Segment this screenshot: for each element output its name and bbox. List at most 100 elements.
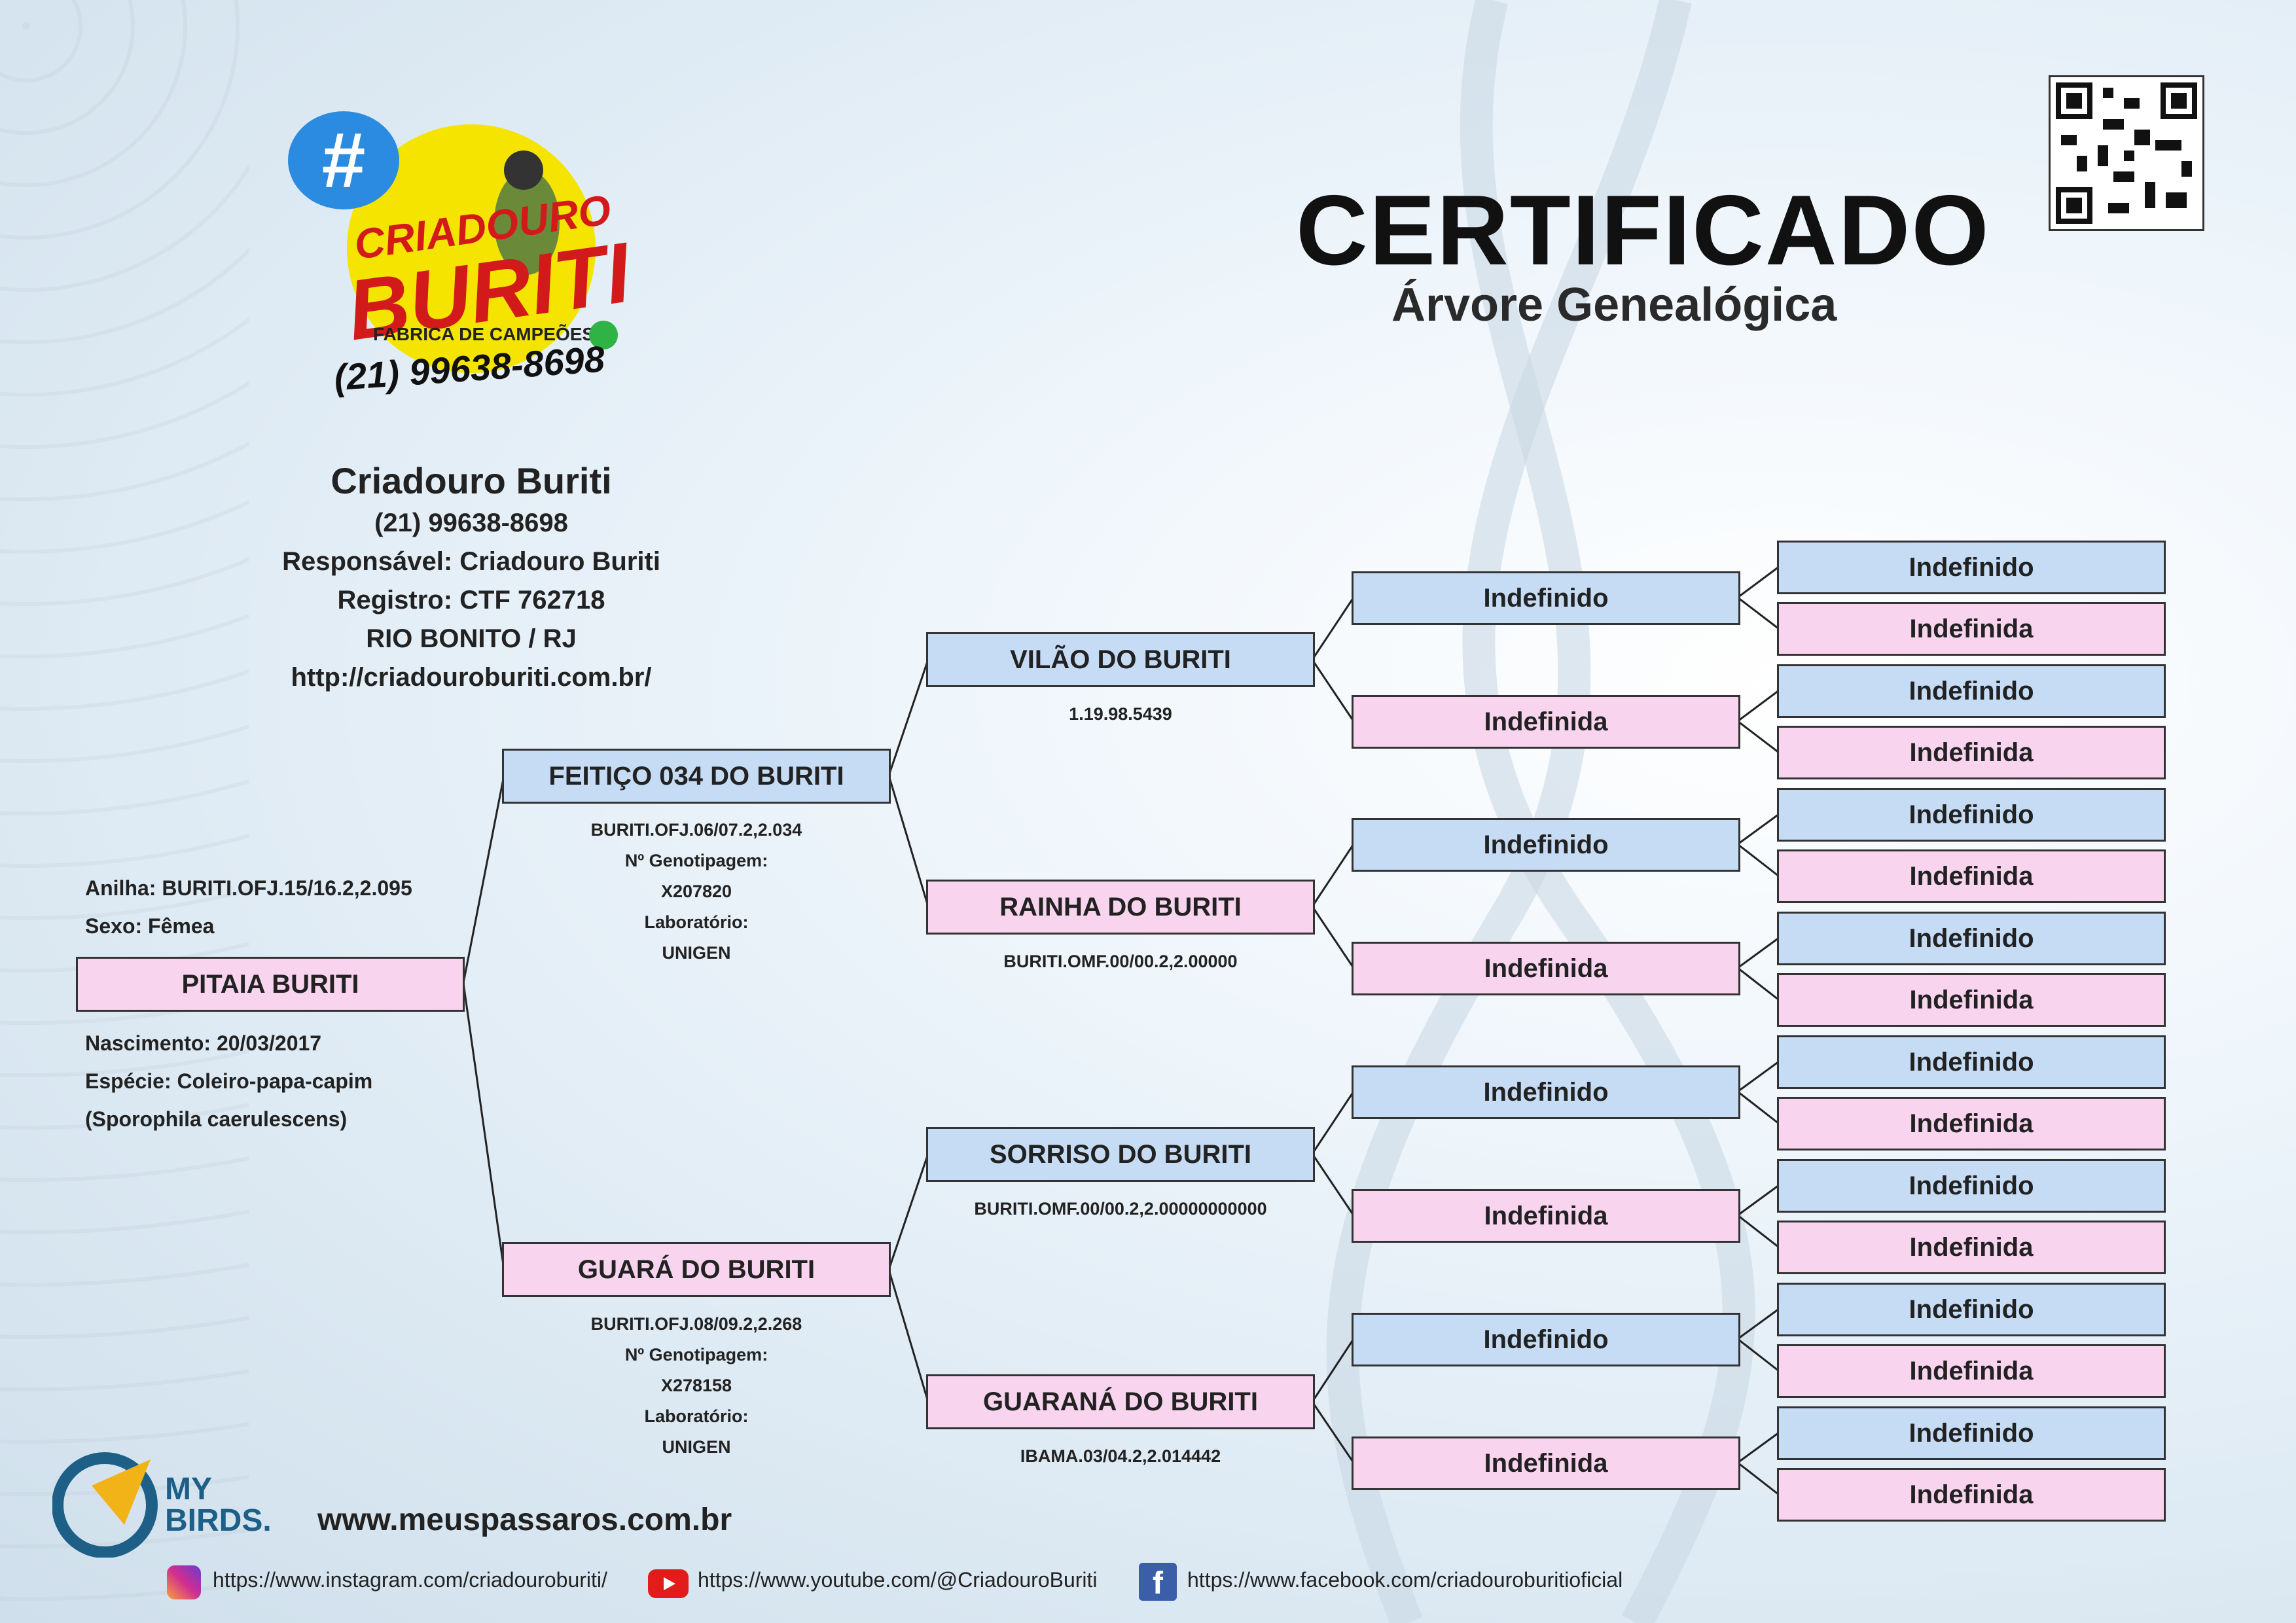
grandparent-meta: BURITI.OMF.00/00.2,2.00000 xyxy=(1003,952,1238,971)
grandparent-meta: 1.19.98.5439 xyxy=(1069,704,1172,724)
ggg-box[interactable]: Indefinido xyxy=(1777,1406,2166,1460)
mybirds-logo xyxy=(52,1446,164,1558)
page-subtitle: Árvore Genealógica xyxy=(1391,279,1837,331)
great-grandparent-box[interactable]: Indefinida xyxy=(1352,1189,1740,1243)
ggg-box[interactable]: Indefinida xyxy=(1777,602,2166,656)
mother-genotype-label: Nº Genotipagem: xyxy=(624,1345,768,1364)
mother-genotype: X278158 xyxy=(660,1376,732,1395)
logo-tagline: FABRICA DE CAMPEÕES xyxy=(373,324,595,344)
great-grandparent-box[interactable]: Indefinido xyxy=(1352,1313,1740,1366)
ggg-box[interactable]: Indefinido xyxy=(1777,1159,2166,1213)
mother-name: GUARÁ DO BURITI xyxy=(577,1255,816,1284)
ggg-name: Indefinido xyxy=(1909,923,2034,953)
great-grandparent-name: Indefinido xyxy=(1483,1325,1609,1354)
grandparent-name: VILÃO DO BURITI xyxy=(1010,645,1231,674)
facebook-link[interactable]: https://www.facebook.com/criadouroburiti… xyxy=(1187,1568,1623,1592)
bird-birth: Nascimento: 20/03/2017 xyxy=(85,1031,322,1055)
ggg-box[interactable]: Indefinido xyxy=(1777,664,2166,718)
father-box[interactable]: FEITIÇO 034 DO BURITI xyxy=(502,749,891,804)
ggg-name: Indefinido xyxy=(1909,1418,2034,1448)
hashtag-bubble: # xyxy=(288,111,399,209)
background-pattern xyxy=(0,0,249,1623)
ggg-name: Indefinido xyxy=(1909,1047,2034,1077)
instagram-icon[interactable] xyxy=(167,1565,201,1599)
ggg-name: Indefinida xyxy=(1909,1109,2034,1138)
facebook-icon[interactable]: f xyxy=(1139,1563,1177,1601)
breeder-name: Criadouro Buriti xyxy=(331,460,612,501)
ggg-box[interactable]: Indefinido xyxy=(1777,1035,2166,1089)
great-grandparent-name: Indefinido xyxy=(1483,583,1609,613)
ggg-box[interactable]: Indefinida xyxy=(1777,1097,2166,1150)
grandparent-box[interactable]: SORRISO DO BURITI xyxy=(926,1127,1315,1182)
father-genotype-label: Nº Genotipagem: xyxy=(624,851,768,870)
bird-sex: Sexo: Fêmea xyxy=(85,914,215,938)
great-grandparent-name: Indefinido xyxy=(1483,830,1609,859)
mybirds-brand-line2: BIRDS. xyxy=(165,1503,272,1538)
ggg-box[interactable]: Indefinida xyxy=(1777,1344,2166,1398)
great-grandparent-name: Indefinida xyxy=(1484,1201,1608,1230)
ggg-name: Indefinido xyxy=(1909,1294,2034,1324)
father-meta: BURITI.OFJ.06/07.2,2.034 Nº Genotipagem:… xyxy=(502,815,891,969)
whatsapp-icon xyxy=(589,321,618,349)
great-grandparent-box[interactable]: Indefinido xyxy=(1352,1065,1740,1119)
grandparent-box[interactable]: RAINHA DO BURITI xyxy=(926,880,1315,935)
qr-code[interactable] xyxy=(2049,75,2204,231)
subject-bird-name: PITAIA BURITI xyxy=(181,969,359,999)
grandparent-name: GUARANÁ DO BURITI xyxy=(983,1387,1258,1416)
father-lab: UNIGEN xyxy=(662,943,731,963)
great-grandparent-box[interactable]: Indefinida xyxy=(1352,942,1740,995)
youtube-icon[interactable] xyxy=(648,1569,689,1598)
mother-meta: BURITI.OFJ.08/09.2,2.268 Nº Genotipagem:… xyxy=(502,1309,891,1463)
breeder-registration: Registro: CTF 762718 xyxy=(337,586,605,615)
page-title: CERTIFICADO xyxy=(1296,175,1990,286)
ggg-name: Indefinida xyxy=(1909,1480,2034,1509)
mother-lab: UNIGEN xyxy=(662,1437,731,1457)
breeder-location: RIO BONITO / RJ xyxy=(366,624,577,653)
mother-box[interactable]: GUARÁ DO BURITI xyxy=(502,1242,891,1297)
ggg-box[interactable]: Indefinido xyxy=(1777,912,2166,965)
breeder-logo: # CRIADOURO BURITI FABRICA DE CAMPEÕES (… xyxy=(281,105,636,399)
youtube-link[interactable]: https://www.youtube.com/@CriadouroBuriti xyxy=(698,1568,1098,1592)
ggg-box[interactable]: Indefinida xyxy=(1777,726,2166,779)
hashtag-text: # xyxy=(321,116,366,204)
father-name: FEITIÇO 034 DO BURITI xyxy=(548,761,844,791)
great-grandparent-box[interactable]: Indefinido xyxy=(1352,818,1740,872)
ggg-box[interactable]: Indefinida xyxy=(1777,849,2166,903)
ggg-name: Indefinida xyxy=(1909,1232,2034,1262)
great-grandparent-box[interactable]: Indefinida xyxy=(1352,695,1740,749)
great-grandparent-box[interactable]: Indefinida xyxy=(1352,1436,1740,1490)
ggg-box[interactable]: Indefinido xyxy=(1777,541,2166,594)
grandparent-name: SORRISO DO BURITI xyxy=(989,1139,1252,1169)
mother-lab-label: Laboratório: xyxy=(644,1406,749,1426)
ggg-box[interactable]: Indefinida xyxy=(1777,1468,2166,1522)
bird-species: Espécie: Coleiro-papa-capim xyxy=(85,1069,373,1093)
breeder-phone: (21) 99638-8698 xyxy=(374,508,568,537)
ggg-name: Indefinido xyxy=(1909,552,2034,582)
breeder-responsible: Responsável: Criadouro Buriti xyxy=(282,547,660,576)
ggg-name: Indefinido xyxy=(1909,1171,2034,1200)
ggg-box[interactable]: Indefinido xyxy=(1777,788,2166,842)
grandparent-box[interactable]: GUARANÁ DO BURITI xyxy=(926,1374,1315,1429)
great-grandparent-name: Indefinida xyxy=(1484,954,1608,983)
bird-ring: Anilha: BURITI.OFJ.15/16.2,2.095 xyxy=(85,876,412,900)
ggg-name: Indefinido xyxy=(1909,800,2034,829)
subject-bird-box[interactable]: PITAIA BURITI xyxy=(76,957,465,1012)
ggg-name: Indefinida xyxy=(1909,861,2034,891)
mother-ring: BURITI.OFJ.08/09.2,2.268 xyxy=(590,1314,802,1334)
instagram-link[interactable]: https://www.instagram.com/criadouroburit… xyxy=(213,1568,607,1592)
father-ring: BURITI.OFJ.06/07.2,2.034 xyxy=(590,820,802,840)
ggg-name: Indefinido xyxy=(1909,676,2034,705)
ggg-box[interactable]: Indefinida xyxy=(1777,973,2166,1027)
ggg-box[interactable]: Indefinida xyxy=(1777,1221,2166,1274)
grandparent-box[interactable]: VILÃO DO BURITI xyxy=(926,632,1315,687)
great-grandparent-box[interactable]: Indefinido xyxy=(1352,571,1740,625)
ggg-box[interactable]: Indefinido xyxy=(1777,1283,2166,1336)
father-genotype: X207820 xyxy=(660,882,732,901)
bird-icon xyxy=(478,144,576,314)
great-grandparent-name: Indefinida xyxy=(1484,707,1608,736)
breeder-website-link[interactable]: http://criadouroburiti.com.br/ xyxy=(291,663,652,692)
grandparent-meta: IBAMA.03/04.2,2.014442 xyxy=(1020,1446,1221,1466)
mybirds-website-link[interactable]: www.meuspassaros.com.br xyxy=(317,1503,732,1537)
bird-scientific-name: (Sporophila caerulescens) xyxy=(85,1107,348,1131)
